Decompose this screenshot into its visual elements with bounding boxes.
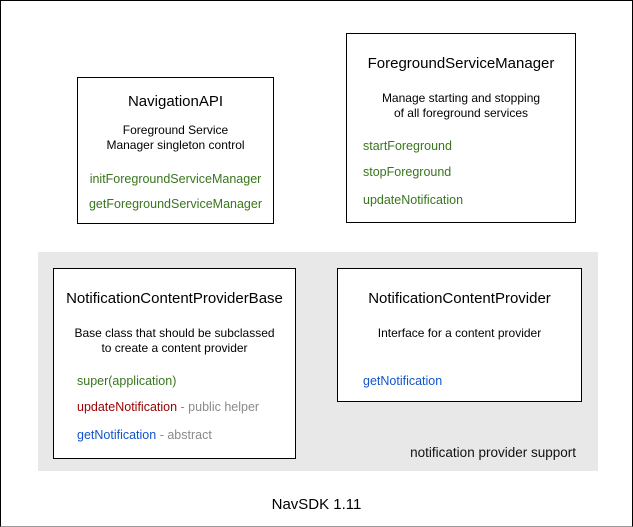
box-description-line: Interface for a content provider xyxy=(377,326,542,340)
method-row: getForegroundServiceManager xyxy=(78,198,273,211)
group-label: notification provider support xyxy=(410,445,576,460)
method-label: getForegroundServiceManager xyxy=(88,197,263,211)
box-navigation-api: NavigationAPI Foreground Service Manager… xyxy=(77,77,274,224)
method-label: startForeground xyxy=(363,139,452,153)
box-notification-content-provider: NotificationContentProvider Interface fo… xyxy=(337,268,582,402)
method-label: getNotification xyxy=(363,374,443,388)
method-row: initForegroundServiceManager xyxy=(78,173,273,186)
box-description-line: Base class that should be subclassed xyxy=(74,326,275,340)
method-row: updateNotification xyxy=(347,192,575,207)
box-description: Manage starting and stopping of all fore… xyxy=(347,91,575,121)
box-description: Base class that should be subclassed to … xyxy=(54,326,295,356)
box-title: NotificationContentProviderBase xyxy=(66,290,283,307)
box-notification-content-provider-base: NotificationContentProviderBase Base cla… xyxy=(53,268,296,459)
method-label: updateNotification xyxy=(77,399,178,414)
method-label: initForegroundServiceManager xyxy=(89,172,262,186)
method-label: updateNotification xyxy=(363,192,464,207)
method-row: getNotification - abstract xyxy=(54,427,295,442)
box-title: NavigationAPI xyxy=(127,93,224,110)
box-description-line: Foreground Service xyxy=(122,123,229,137)
box-description: Foreground Service Manager singleton con… xyxy=(78,123,273,153)
box-description-line: to create a content provider xyxy=(101,341,248,355)
method-row: updateNotification - public helper xyxy=(54,399,295,414)
box-title: ForegroundServiceManager xyxy=(367,55,555,72)
method-label: super(application) xyxy=(77,374,177,388)
box-foreground-service-manager: ForegroundServiceManager Manage starting… xyxy=(346,33,576,223)
method-row: super(application) xyxy=(54,375,295,388)
box-title: NotificationContentProvider xyxy=(368,290,551,307)
box-description-line: Manage starting and stopping xyxy=(381,91,541,105)
method-label: getNotification xyxy=(77,427,157,442)
diagram-caption: NavSDK 1.11 xyxy=(271,496,362,513)
box-description-line: of all foreground services xyxy=(393,106,529,120)
method-annotation: - public helper xyxy=(177,399,260,414)
method-row: startForeground xyxy=(347,140,575,153)
method-label: stopForeground xyxy=(363,164,452,179)
box-description-line: Manager singleton control xyxy=(106,138,245,152)
method-row: getNotification xyxy=(338,375,581,388)
method-row: stopForeground xyxy=(347,164,575,179)
box-description: Interface for a content provider xyxy=(338,326,581,341)
method-annotation: - abstract xyxy=(156,427,212,442)
